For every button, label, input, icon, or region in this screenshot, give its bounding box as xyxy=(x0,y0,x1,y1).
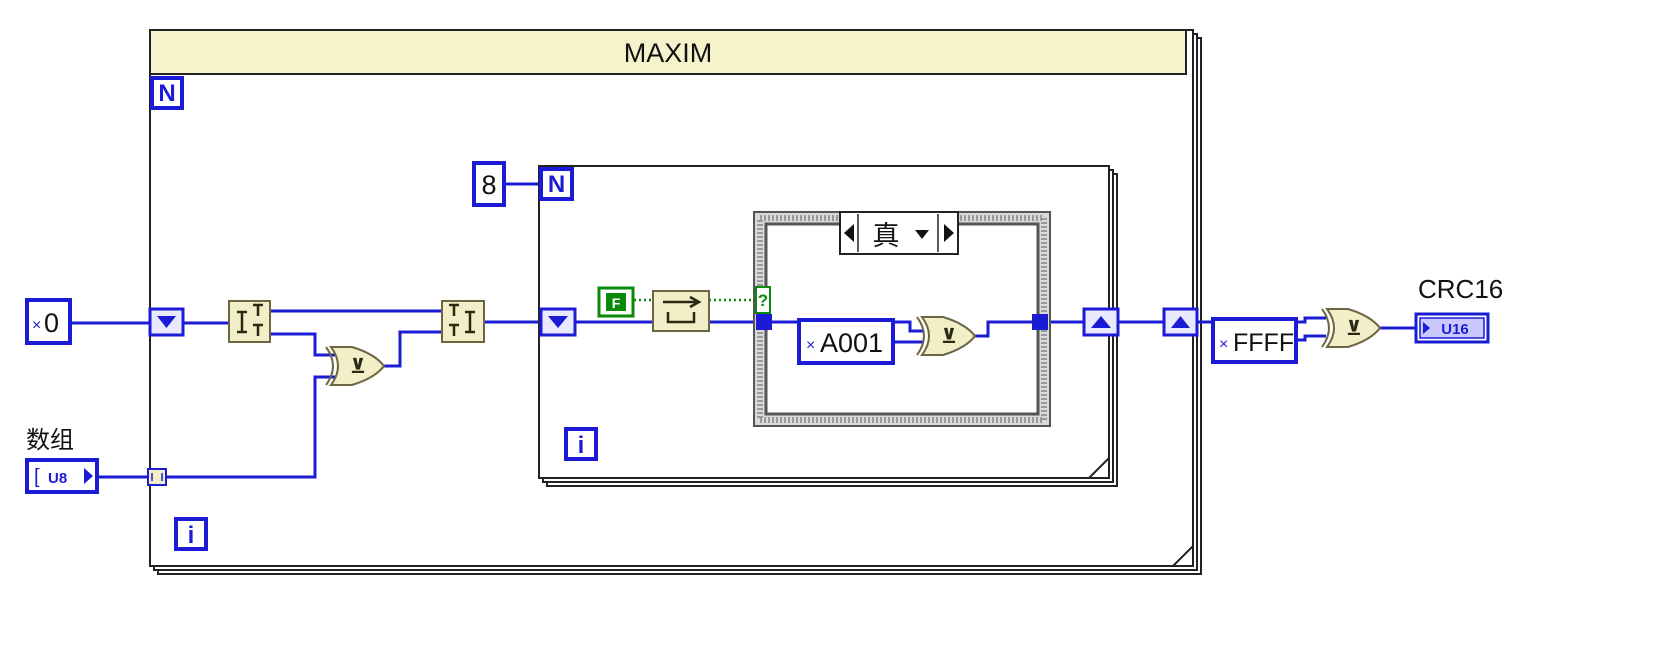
xor-gate-outer[interactable]: ⊻ xyxy=(325,346,386,386)
xor-gate-case[interactable]: ⊻ xyxy=(916,316,977,356)
hex-marker-icon: × xyxy=(1219,336,1228,353)
case-selector[interactable]: 真 xyxy=(839,211,959,255)
hex-marker-icon: × xyxy=(806,337,815,354)
wires-outer xyxy=(70,182,1416,479)
initial-value-constant[interactable]: × 0 xyxy=(25,298,72,345)
outer-loop-iteration-terminal[interactable]: i xyxy=(174,517,208,551)
false-constant-label: F xyxy=(612,295,621,311)
array-index-tunnel[interactable] xyxy=(147,468,167,486)
rotate-carry-icon xyxy=(666,312,696,324)
initial-value: 0 xyxy=(44,308,59,338)
down-arrow-icon xyxy=(548,316,568,328)
title-bar-background xyxy=(149,29,1187,75)
output-type: U16 xyxy=(1441,321,1469,338)
inner-shift-register-right[interactable] xyxy=(1082,307,1120,337)
poly-constant-value: A001 xyxy=(820,328,883,358)
wire-ffff-to-final-xor xyxy=(1296,334,1326,342)
final-xor-constant[interactable]: × FFFF xyxy=(1211,317,1298,364)
split-glyph-icon xyxy=(237,310,247,334)
outer-loop-count-terminal[interactable]: N xyxy=(150,76,184,110)
input-array-label: 数组 xyxy=(26,427,74,454)
inner-iteration-label: i xyxy=(578,432,585,459)
prev-case-icon[interactable] xyxy=(844,224,854,242)
inner-loop-count-terminal[interactable]: N xyxy=(539,167,574,201)
input-array-type: U8 xyxy=(48,470,67,487)
rotate-right-carry-node[interactable] xyxy=(652,290,710,332)
inner-count-label: N xyxy=(548,171,565,198)
wire-xor-to-case-out xyxy=(974,320,1032,338)
array-bracket-icon: [ xyxy=(34,466,40,488)
xor-curve xyxy=(325,346,334,386)
count-constant-value: 8 xyxy=(481,170,496,200)
join-glyph-icon-2 xyxy=(465,310,475,334)
case-output-tunnel[interactable] xyxy=(1032,314,1048,330)
input-array-control[interactable]: [ U8 xyxy=(25,458,99,494)
wire-array-to-xor xyxy=(167,375,336,479)
xor-symbol-icon: ⊻ xyxy=(941,326,957,348)
inner-shift-register-left[interactable] xyxy=(539,307,577,337)
next-case-icon[interactable] xyxy=(944,224,954,242)
wires-inner xyxy=(575,298,1084,324)
xor-curve xyxy=(1321,308,1330,348)
output-indicator[interactable]: U16 xyxy=(1414,312,1490,344)
case-selector-terminal[interactable]: ? xyxy=(755,286,771,314)
hex-marker-icon: × xyxy=(32,317,41,334)
join-glyph-icon xyxy=(449,303,459,336)
poly-constant[interactable]: × A001 xyxy=(797,318,895,365)
down-arrow-icon xyxy=(157,316,176,328)
output-arrow-icon xyxy=(84,468,93,484)
inner-loop-corner-fold xyxy=(1086,455,1110,479)
split-glyph-icon-2 xyxy=(253,303,263,336)
up-arrow-icon xyxy=(1171,316,1190,328)
array-bracket-icon xyxy=(151,473,163,481)
split-number-node[interactable] xyxy=(228,300,271,343)
outer-iteration-label: i xyxy=(188,522,195,549)
inner-loop-iteration-terminal[interactable]: i xyxy=(564,427,598,461)
xor-curve xyxy=(916,316,925,356)
xor-symbol-icon: ⊻ xyxy=(350,356,366,378)
loop-count-constant[interactable]: 8 xyxy=(472,161,506,207)
sequence-title-bar[interactable]: MAXIM xyxy=(149,29,1187,75)
outer-count-label: N xyxy=(158,80,175,107)
wire-split-low-to-xor xyxy=(270,332,336,357)
wire-xor-to-join xyxy=(382,330,442,368)
outer-shift-register-right[interactable] xyxy=(1162,307,1199,337)
sequence-title: MAXIM xyxy=(624,38,713,68)
rotate-arrow-icon xyxy=(663,295,702,309)
outer-loop-corner-fold xyxy=(1170,543,1194,567)
final-xor-value: FFFF xyxy=(1233,329,1294,357)
up-arrow-icon xyxy=(1091,316,1111,328)
false-constant[interactable]: F xyxy=(597,286,635,318)
selector-question-icon: ? xyxy=(758,291,768,310)
output-label: CRC16 xyxy=(1418,274,1503,304)
case-input-tunnel[interactable] xyxy=(756,314,772,330)
xor-gate-final[interactable]: ⊻ xyxy=(1321,308,1382,348)
outer-shift-register-left[interactable] xyxy=(148,307,185,337)
join-numbers-node[interactable] xyxy=(441,300,485,343)
input-arrow-icon xyxy=(1423,322,1430,334)
case-selector-label: 真 xyxy=(873,221,900,251)
xor-symbol-icon: ⊻ xyxy=(1346,318,1362,340)
case-dropdown-icon[interactable] xyxy=(915,230,929,239)
